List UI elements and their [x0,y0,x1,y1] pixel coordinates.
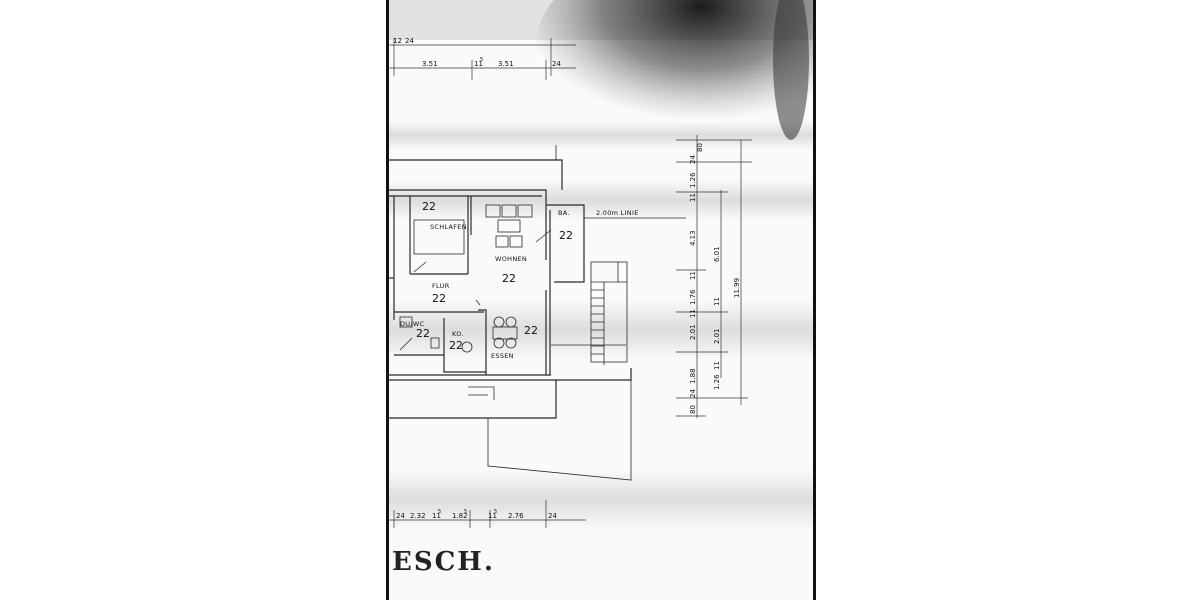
essen-number: 22 [524,324,538,337]
scan-edge-shadow [773,0,809,140]
bottom-dim-11-b-sup: 5 [494,509,497,515]
right-dim-126: 1.26 [689,172,697,188]
right-dimension-chain: 80 24 1.26 11 4.13 11 1.76 11 2.01 1.88 … [676,135,752,418]
scan-band-4 [386,470,816,530]
kochen-label: KO. [452,330,464,338]
bottom-dim-182: 1.82 [452,512,468,520]
walls [388,145,632,481]
bad-number: 22 [559,229,573,242]
right-dim-11-c: 11 [689,309,697,318]
right-dim-601: 6.01 [713,246,721,262]
top-dim-351-a: 3.51 [422,60,438,68]
dusche-label: DU/WC [400,320,425,328]
top-dimension-chain: 12 24 3.51 11 5 3.51 24 [388,37,576,80]
right-dim-188: 1.88 [689,368,697,384]
room-labels: 22 SCHLAFEN WOHNEN 22 BA. 22 FLUR 22 DU/… [400,200,573,360]
top-dim-24-right: 24 [552,60,561,68]
right-dim-total: 11.99 [733,278,741,298]
line-note-text: 2.00m LINIE [596,209,639,217]
bottom-dim-276: 2.76 [508,512,524,520]
right-dim-176: 1.76 [689,289,697,305]
right-dim-201: 2.01 [689,324,697,340]
top-dim-351-b: 3.51 [498,60,514,68]
bad-label: BA. [558,209,570,217]
top-dim-11-sup: 5 [480,57,483,63]
top-dim-24: 24 [405,37,414,45]
stairs [590,261,628,365]
scan-smudge [536,0,836,140]
flur-number: 22 [432,292,446,305]
flur-label: FLUR [432,282,450,290]
top-dim-12: 12 [393,37,402,45]
bottom-dim-182-sup: 5 [464,509,467,515]
dusche-number: 22 [416,327,430,340]
top-dim-11: 11 [474,60,483,68]
right-dim-24: 24 [689,155,697,164]
floor-plan-sheet: 12 24 3.51 11 5 3.51 24 [386,0,836,600]
kochen-number: 22 [449,339,463,352]
right-dim-11-a: 11 [689,193,697,202]
right-dim-bottom-80: 80 [689,405,697,414]
bottom-dim-232: 2.32 [410,512,426,520]
sheet-edge-right [813,0,816,600]
wohnen-label: WOHNEN [495,255,527,263]
drawing-title: ESCH. [392,547,495,577]
bottom-dim-11-a: 11 [432,512,441,520]
bottom-dim-11-a-sup: 5 [438,509,441,515]
schlafen-number: 22 [422,200,436,213]
right-dim-11-b: 11 [689,271,697,280]
bottom-dim-24: 24 [396,512,405,520]
right-dim-outer-201: 2.01 [713,328,721,344]
furniture [399,204,552,353]
right-dim-outer-11-b: 11 [713,361,721,370]
right-dim-outer-126: 1.26 [713,374,721,390]
scan-band-1 [386,120,816,150]
bottom-dim-11-b: 11 [488,512,497,520]
essen-label: ESSEN [491,352,514,360]
bottom-dimension-chain: 24 2.32 11 5 1.82 5 11 5 2.76 24 [388,500,586,528]
right-dim-24-b: 24 [689,389,697,398]
schlafen-label: SCHLAFEN [430,223,467,231]
right-dim-top-80: 80 [696,143,704,152]
wohnen-number: 22 [502,272,516,285]
scan-band-2 [386,180,816,220]
sheet-edge-left [386,0,389,600]
floor-plan-drawing: 12 24 3.51 11 5 3.51 24 [386,0,836,600]
right-dim-outer-11: 11 [713,297,721,306]
bottom-dim-24-right: 24 [548,512,557,520]
right-dim-413: 4.13 [689,230,697,246]
line-note: 2.00m LINIE [584,209,686,219]
